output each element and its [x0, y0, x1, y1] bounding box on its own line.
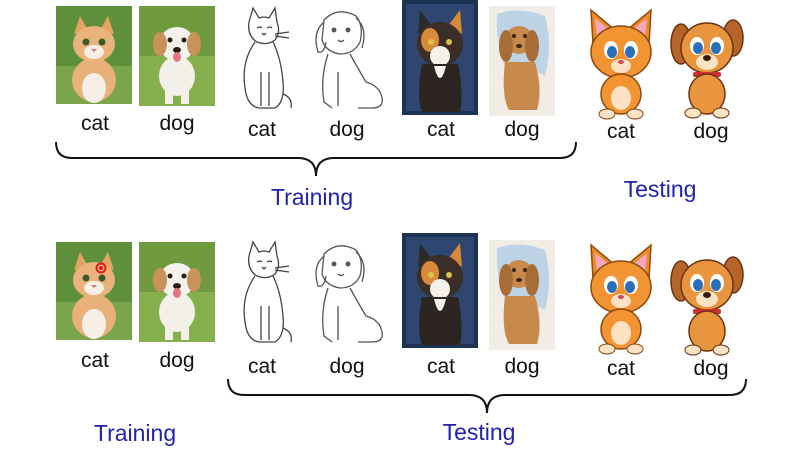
caption: dog — [159, 112, 195, 135]
dog-cartoon-icon — [670, 19, 744, 119]
dog-photo-image — [139, 242, 215, 342]
caption: cat — [247, 355, 276, 378]
cat-sketch-icon — [243, 6, 292, 109]
caption: dog — [693, 120, 729, 143]
caption: cat — [80, 349, 109, 372]
dog-painting-image — [489, 240, 555, 350]
caption: dog — [329, 118, 365, 141]
dog-photo-icon — [139, 242, 215, 342]
training-label: Training — [270, 184, 354, 210]
cat-photo-icon — [56, 6, 132, 104]
curly-brace-icon — [227, 378, 747, 414]
dog-sketch-image — [302, 236, 394, 348]
caption: dog — [159, 349, 195, 372]
testing-label: Testing — [442, 419, 516, 445]
cat-photo-image — [56, 242, 132, 340]
dog-painting-icon — [489, 6, 555, 116]
dog-sketch-icon — [315, 11, 383, 109]
caption: cat — [426, 118, 455, 141]
cat-cartoon-icon — [590, 8, 652, 120]
caption: dog — [504, 118, 540, 141]
dog-cartoon-image — [667, 245, 747, 357]
dog-sketch-icon — [315, 245, 383, 343]
dog-photo-icon — [139, 6, 215, 106]
top-row: cat dog cat — [54, 0, 747, 210]
caption: dog — [504, 355, 540, 378]
testing-label: Testing — [623, 176, 697, 202]
dog-cartoon-icon — [670, 256, 744, 356]
cat-painting-image — [402, 233, 478, 348]
bottom-row: cat dog cat — [0, 225, 800, 450]
dog-painting-icon — [489, 240, 555, 350]
target-marker-icon — [95, 262, 107, 274]
training-brace — [54, 140, 578, 180]
curly-brace-icon — [55, 141, 577, 177]
dog-sketch-image — [302, 2, 394, 114]
caption: cat — [80, 112, 109, 135]
cat-cartoon-image — [581, 241, 661, 355]
dog-cartoon-image — [667, 8, 747, 120]
training-label: Training — [93, 420, 177, 446]
caption: cat — [426, 355, 455, 378]
caption: dog — [329, 355, 365, 378]
cat-painting-icon — [402, 233, 478, 348]
caption: cat — [606, 357, 635, 380]
cat-photo-icon — [56, 242, 132, 340]
dog-painting-image — [489, 6, 555, 116]
cat-cartoon-image — [581, 6, 661, 120]
caption: cat — [606, 120, 635, 143]
cat-painting-icon — [402, 0, 478, 115]
cat-sketch-image — [231, 2, 297, 114]
testing-brace — [226, 377, 748, 417]
cat-photo-image — [56, 6, 132, 104]
dog-photo-image — [139, 6, 215, 106]
cat-sketch-image — [231, 236, 297, 348]
cat-sketch-icon — [243, 240, 292, 343]
caption: cat — [247, 118, 276, 141]
caption: dog — [693, 357, 729, 380]
cat-cartoon-icon — [590, 243, 652, 355]
cat-painting-image — [402, 0, 478, 115]
